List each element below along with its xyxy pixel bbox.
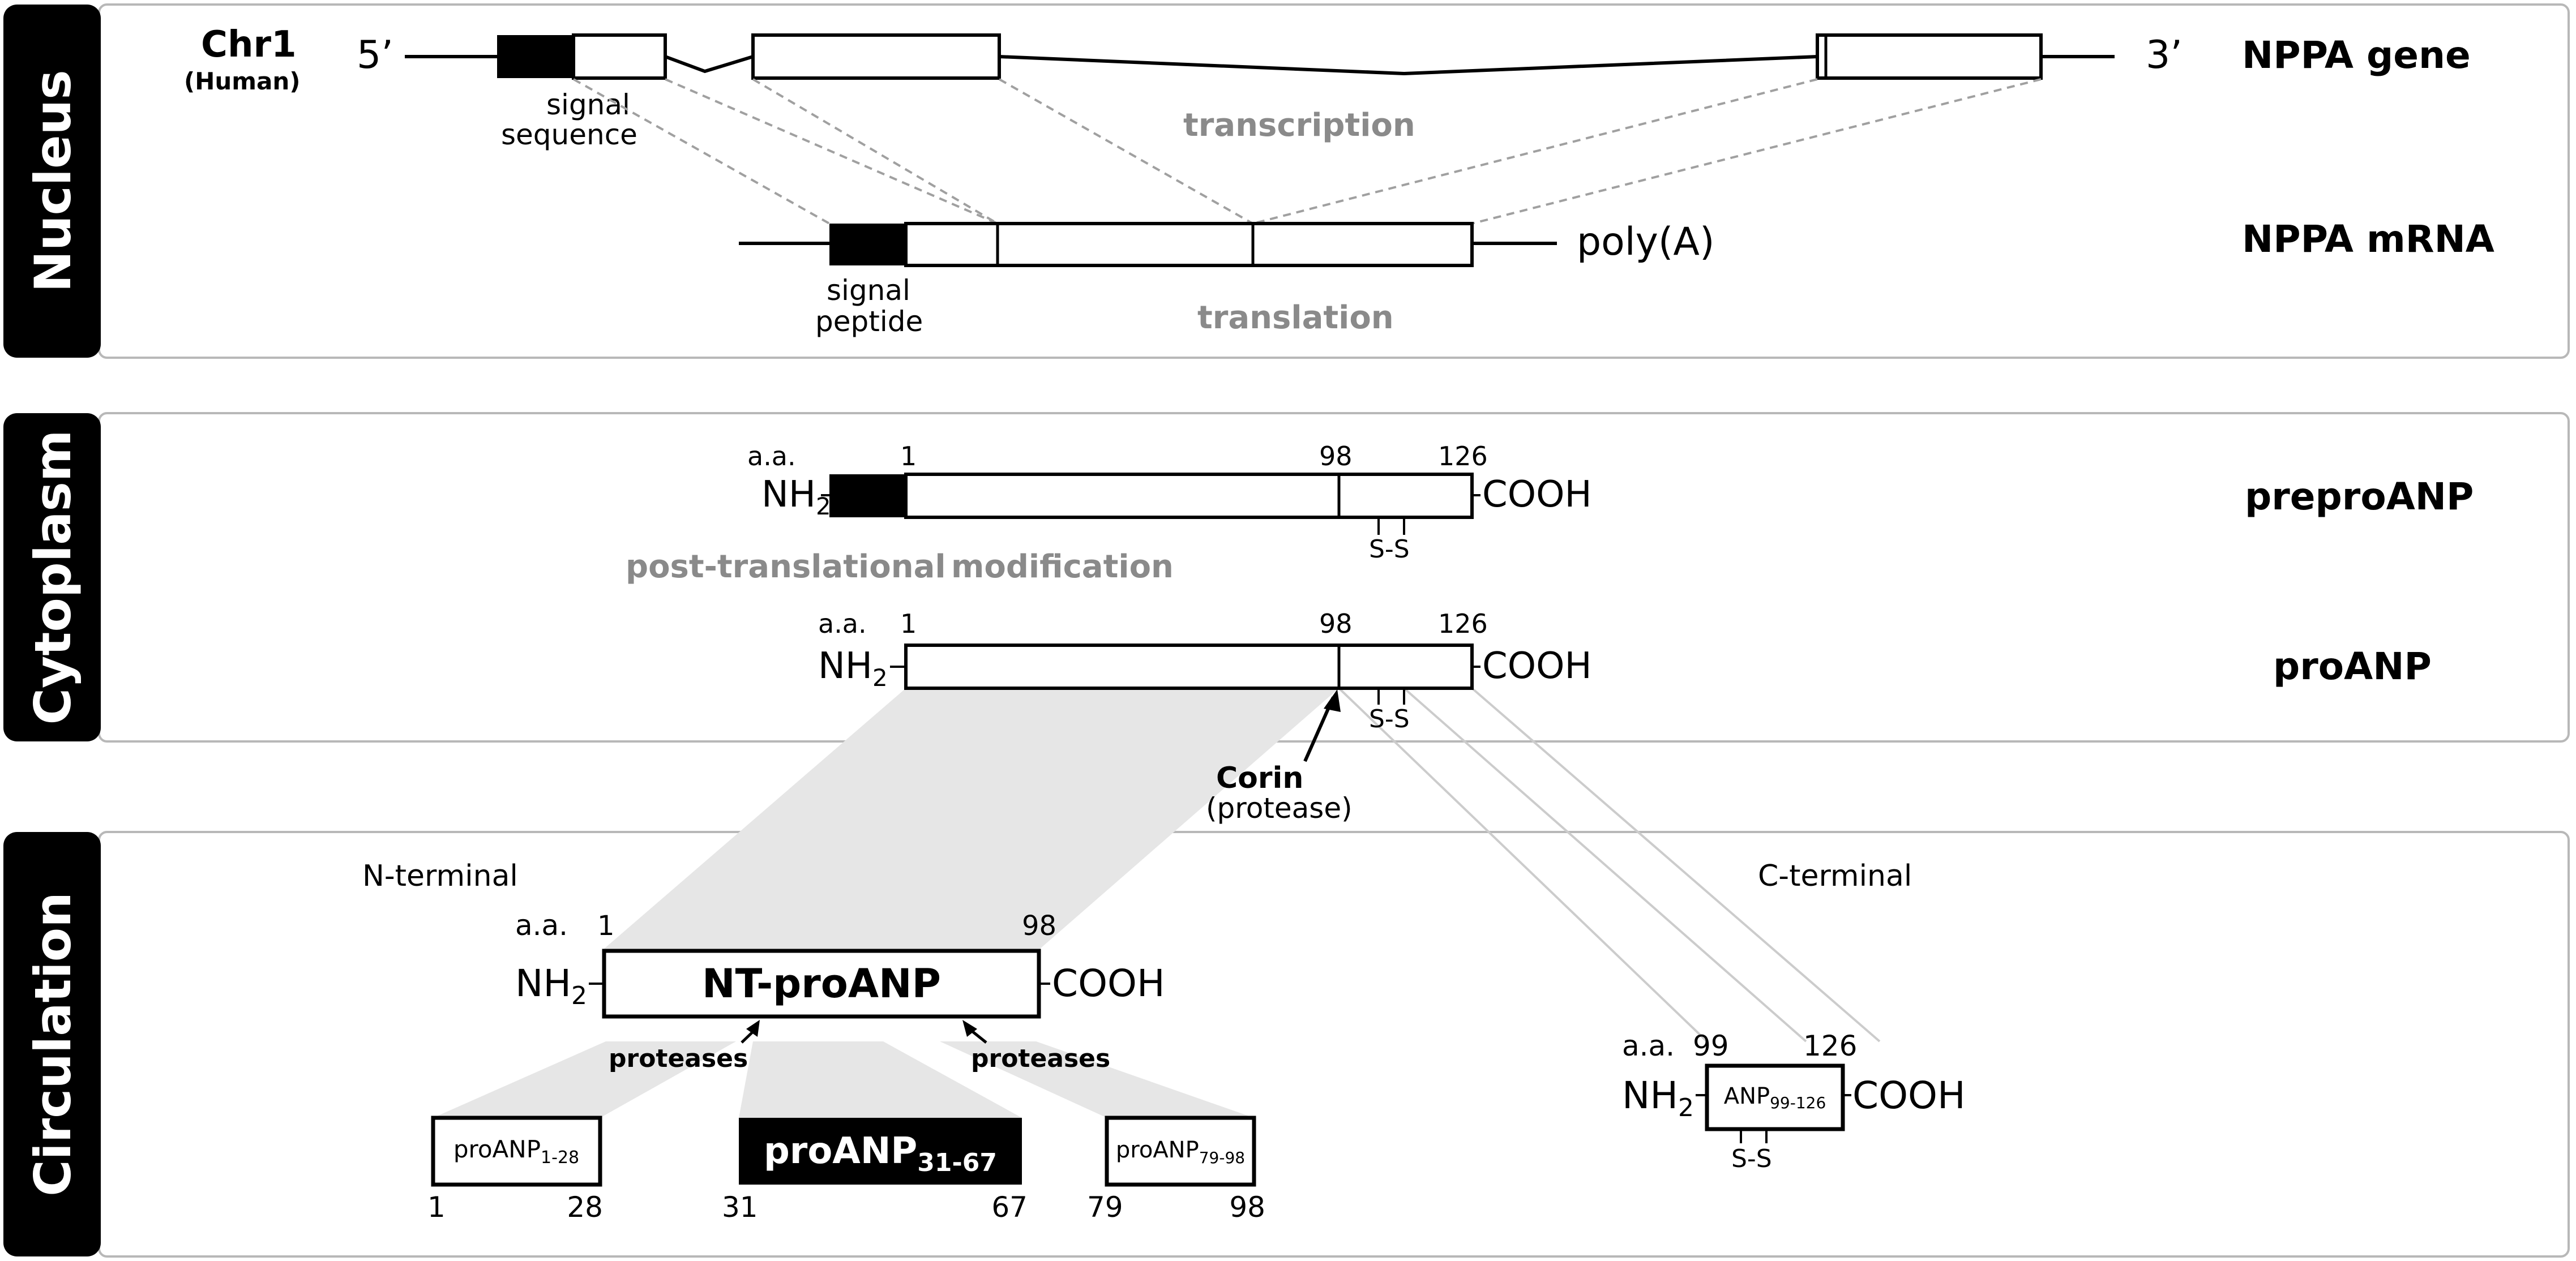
preproanp-pos-1: 1	[900, 441, 917, 471]
preproanp-nh2: NH2	[761, 474, 831, 520]
c-terminal-label: C-terminal	[1758, 859, 1912, 893]
fragment-3-end: 98	[1229, 1191, 1265, 1224]
five-prime-label: 5’	[357, 33, 393, 78]
fragment-3-start: 79	[1087, 1191, 1123, 1224]
species-label: (Human)	[184, 67, 300, 95]
nt-pos-1: 1	[597, 910, 615, 942]
circulation-tab-label: Circulation	[24, 892, 82, 1196]
gene-exon1	[572, 33, 667, 80]
fragment-2-start: 31	[722, 1191, 758, 1224]
proanp-pos-98: 98	[1319, 608, 1353, 639]
nt-aa-label: a.a.	[515, 909, 568, 942]
ct-cooh: COOH	[1852, 1074, 1966, 1117]
corin-role-label: (protease)	[1206, 792, 1353, 825]
preproanp-signal-segment	[829, 474, 906, 517]
preproanp-name: preproANP	[2245, 475, 2474, 518]
ct-pos-126: 126	[1803, 1030, 1857, 1062]
fragment-3-box	[1105, 1116, 1256, 1187]
anp-box	[1705, 1063, 1845, 1131]
fragment-2-end: 67	[991, 1191, 1028, 1224]
fragment-fan-2	[739, 1041, 1022, 1118]
nt-proanp-box	[602, 949, 1041, 1019]
circulation-panel	[98, 831, 2570, 1258]
transcription-label: transcription	[1183, 107, 1415, 144]
mrna-coding-region	[904, 222, 1474, 267]
gene-exon3	[1816, 33, 2043, 80]
proanp-chain	[904, 644, 1474, 690]
chromosome-label: Chr1	[201, 24, 297, 66]
ptm-label-word1: post-translational	[626, 548, 946, 585]
ct-link-line-3	[1338, 687, 1708, 1043]
signal-sequence-label-1: signal	[546, 88, 630, 121]
ct-pos-99: 99	[1693, 1030, 1729, 1062]
ct-link-line-2	[1471, 687, 1881, 1043]
fragment-1-label: proANP1-28	[453, 1135, 579, 1168]
preproanp-pos-126: 126	[1438, 441, 1488, 471]
gene-exon2	[751, 33, 1001, 80]
corin-arrowhead	[1324, 689, 1341, 712]
nt-cooh: COOH	[1052, 962, 1165, 1005]
mrna-name: NPPA mRNA	[2242, 217, 2494, 261]
ptm-label-word2: modification	[951, 548, 1174, 585]
preproanp-aa-label: a.a.	[747, 441, 796, 471]
nucleus-tab-label: Nucleus	[24, 70, 82, 292]
preproanp-cooh: COOH	[1482, 474, 1592, 516]
fragment-2-label: proANP31-67	[764, 1130, 997, 1177]
proanp-disulfide: S-S	[1369, 705, 1410, 734]
corin-label: Corin	[1216, 761, 1303, 795]
exon-mapping-lines	[573, 78, 2042, 225]
signal-peptide-label-2: peptide	[815, 305, 923, 338]
nucleus-tab	[3, 5, 101, 358]
fragment-1-box	[431, 1116, 602, 1187]
anp-label: ANP99-126	[1724, 1083, 1826, 1112]
proteases-left-arrowhead	[746, 1020, 760, 1037]
proteases-right-label: proteases	[971, 1044, 1110, 1073]
proteases-left-label: proteases	[609, 1044, 748, 1073]
poly-a-label: poly(A)	[1577, 220, 1714, 264]
proanp-pos-126: 126	[1438, 608, 1488, 639]
gene-name: NPPA gene	[2242, 33, 2471, 77]
gene-structure	[405, 55, 2115, 76]
circulation-tab	[3, 832, 101, 1256]
preproanp-pos-98: 98	[1319, 441, 1353, 471]
ct-aa-label: a.a.	[1622, 1030, 1675, 1062]
fragment-2-box	[739, 1118, 1022, 1185]
three-prime-label: 3’	[2146, 33, 2183, 78]
proanp-pos-1: 1	[900, 608, 917, 639]
cytoplasm-tab	[3, 413, 101, 741]
proteases-right-arrowhead	[962, 1020, 977, 1037]
ct-link-line-1	[1403, 687, 1807, 1043]
proanp-cooh: COOH	[1482, 645, 1592, 687]
ct-nh2: NH2	[1622, 1074, 1694, 1122]
proanp-name: proANP	[2273, 645, 2432, 688]
nt-proanp-label: NT-proANP	[702, 960, 941, 1007]
fragment-fan-1	[433, 1041, 736, 1118]
n-terminal-label: N-terminal	[362, 859, 518, 893]
signal-sequence-label-2: sequence	[501, 118, 637, 151]
mrna-signal-peptide	[829, 224, 906, 265]
translation-label: translation	[1197, 299, 1394, 336]
proanp-nh2: NH2	[818, 645, 888, 692]
proanp-aa-label: a.a.	[818, 608, 867, 639]
fragment-fan-3	[940, 1041, 1254, 1118]
preproanp-chain	[904, 473, 1474, 519]
preproanp-disulfide: S-S	[1369, 535, 1410, 564]
signal-peptide-label-1: signal	[827, 274, 910, 307]
gene-exon1-signal	[497, 35, 574, 78]
ct-disulfide: S-S	[1731, 1144, 1772, 1173]
fragment-1-end: 28	[567, 1191, 603, 1224]
nt-pos-98: 98	[1022, 910, 1056, 942]
nt-processing-fan	[603, 688, 1339, 950]
fragment-3-label: proANP79-98	[1116, 1137, 1245, 1167]
nt-nh2: NH2	[515, 962, 587, 1010]
fragment-1-start: 1	[427, 1191, 446, 1224]
cytoplasm-tab-label: Cytoplasm	[24, 430, 82, 724]
